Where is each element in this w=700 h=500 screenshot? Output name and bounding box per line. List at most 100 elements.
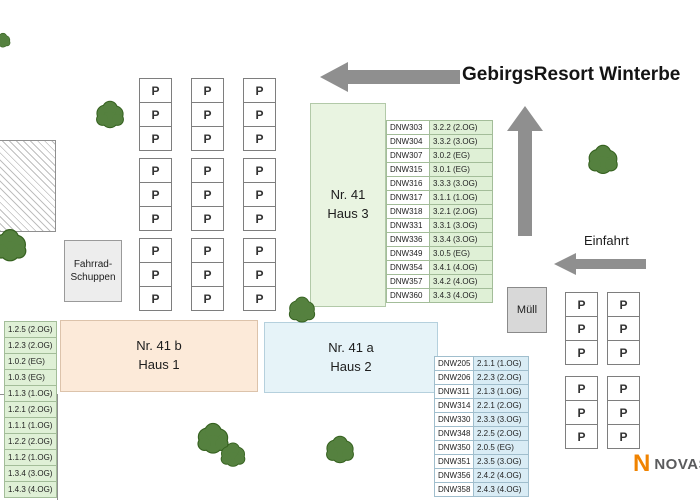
parking-stall: P <box>607 376 640 401</box>
apartment-code: DNW357 <box>386 274 430 289</box>
entrance-arrow-left-icon <box>554 253 646 275</box>
apartment-unit: 2.1.3 (1.OG) <box>473 384 529 399</box>
apartment-unit: 3.1.1 (1.OG) <box>429 190 493 205</box>
apartment-unit: 2.2.3 (2.OG) <box>473 370 529 385</box>
tree-icon <box>0 32 12 55</box>
apartment-unit: 2.4.3 (4.OG) <box>473 482 529 497</box>
apartment-code: DNW318 <box>386 204 430 219</box>
apartment-unit: 3.4.2 (4.OG) <box>429 274 493 289</box>
building-haus3-number: Nr. 41 <box>330 187 366 203</box>
apartment-code: DNW206 <box>434 370 474 385</box>
parking-stall: P <box>139 126 172 151</box>
apartment-unit: 2.4.2 (4.OG) <box>473 468 529 483</box>
apartment-code: DNW354 <box>386 260 430 275</box>
apartment-code: DNW303 <box>386 120 430 135</box>
parking-stall: P <box>191 206 224 231</box>
parking-stall: P <box>565 424 598 449</box>
apartment-code: DNW311 <box>434 384 474 399</box>
parking-stall: P <box>243 262 276 287</box>
building-haus3: Nr. 41 Haus 3 <box>310 103 386 307</box>
apartment-unit: 1.3.4 (3.OG) <box>4 465 57 482</box>
parking-stall: P <box>139 78 172 103</box>
apartment-code: DNW205 <box>434 356 474 371</box>
apartment-unit: 3.2.1 (2.OG) <box>429 204 493 219</box>
waste-area: Müll <box>507 287 547 333</box>
parking-stall: P <box>607 424 640 449</box>
parking-stall: P <box>243 102 276 127</box>
building-haus1: Nr. 41 b Haus 1 <box>60 320 258 392</box>
apartment-unit: 1.4.3 (4.OG) <box>4 481 57 498</box>
apartment-unit: 3.0.2 (EG) <box>429 148 493 163</box>
apartment-unit: 2.2.5 (2.OG) <box>473 426 529 441</box>
parking-stall: P <box>243 238 276 263</box>
parking-stall: P <box>191 262 224 287</box>
apartment-code: DNW330 <box>434 412 474 427</box>
apartment-code: DNW304 <box>386 134 430 149</box>
apartment-unit: 2.1.1 (1.OG) <box>473 356 529 371</box>
page-title: GebirgsResort Winterbe <box>462 64 681 85</box>
apartment-unit: 3.3.2 (3.OG) <box>429 134 493 149</box>
parking-stall: P <box>139 206 172 231</box>
building-haus1-number: Nr. 41 b <box>136 338 182 354</box>
apartment-unit: 3.3.4 (3.OG) <box>429 232 493 247</box>
building-haus2-number: Nr. 41 a <box>328 339 374 355</box>
haus1-apartment-list: 1.2.5 (2.OG)1.2.3 (2.OG)1.0.2 (EG)1.0.3 … <box>4 321 57 498</box>
apartment-code: DNW360 <box>386 288 430 303</box>
apartment-unit: 1.0.3 (EG) <box>4 369 57 386</box>
parking-stall: P <box>191 182 224 207</box>
building-haus1-name: Haus 1 <box>138 357 180 372</box>
parking-stall: P <box>243 206 276 231</box>
parking-stall: P <box>243 158 276 183</box>
building-haus2-name: Haus 2 <box>330 358 372 374</box>
apartment-unit: 3.3.1 (3.OG) <box>429 218 493 233</box>
novasol-logo-mark: N <box>633 450 651 477</box>
apartment-unit: 1.1.1 (1.OG) <box>4 417 57 434</box>
parking-stall: P <box>139 158 172 183</box>
apartment-code: DNW316 <box>386 176 430 191</box>
arrow-up-icon <box>507 106 543 236</box>
apartment-unit: 3.4.3 (4.OG) <box>429 288 493 303</box>
building-haus3-name: Haus 3 <box>327 206 369 221</box>
apartment-unit: 3.2.2 (2.OG) <box>429 120 493 135</box>
parking-stall: P <box>243 126 276 151</box>
parking-stall: P <box>565 292 598 317</box>
parking-stall: P <box>607 316 640 341</box>
apartment-unit: 1.1.2 (1.OG) <box>4 449 57 466</box>
parking-stall: P <box>139 238 172 263</box>
apartment-unit: 1.0.2 (EG) <box>4 353 57 370</box>
apartment-unit: 1.2.1 (2.OG) <box>4 401 57 418</box>
tree-icon <box>323 434 357 473</box>
bike-shed: Fahrrad-Schuppen <box>64 240 122 302</box>
parking-stall: P <box>139 102 172 127</box>
parking-stall: P <box>139 262 172 287</box>
apartment-code: DNW317 <box>386 190 430 205</box>
arrow-left-icon <box>320 62 460 92</box>
parking-stall: P <box>243 286 276 311</box>
apartment-unit: 2.2.1 (2.OG) <box>473 398 529 413</box>
parking-stall: P <box>191 286 224 311</box>
parking-stall: P <box>565 340 598 365</box>
parking-stall: P <box>607 292 640 317</box>
apartment-unit: 1.2.2 (2.OG) <box>4 433 57 450</box>
apartment-unit: 2.0.5 (EG) <box>473 440 529 455</box>
parking-stall: P <box>565 400 598 425</box>
parking-stall: P <box>565 376 598 401</box>
apartment-unit: 1.1.3 (1.OG) <box>4 385 57 402</box>
tree-icon <box>585 143 621 184</box>
